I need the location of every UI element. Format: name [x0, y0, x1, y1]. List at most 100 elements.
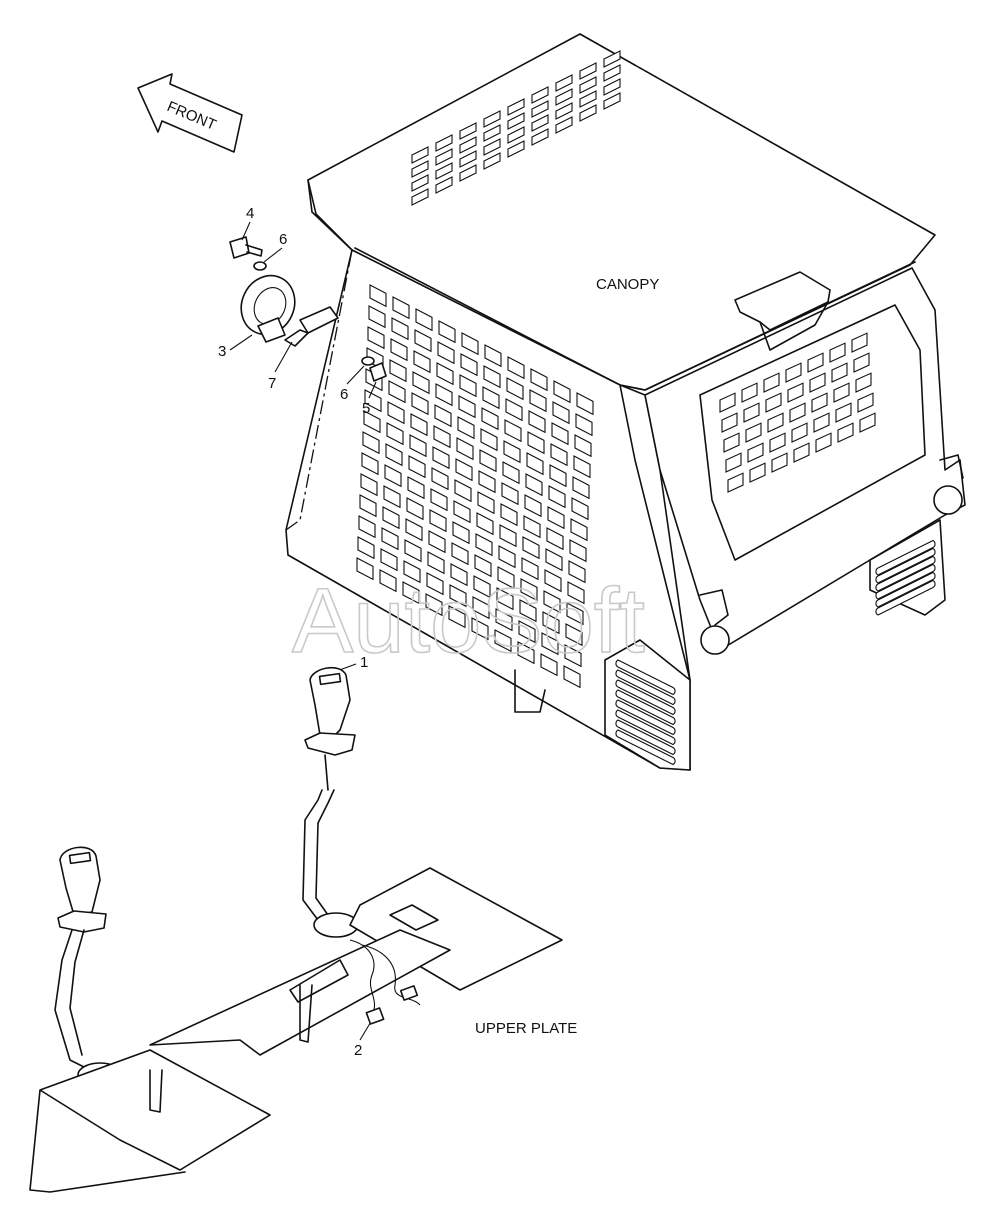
vent-slot [551, 422, 569, 446]
vent-slot [541, 632, 559, 656]
vent-slot [813, 412, 830, 433]
vent-slot [575, 413, 593, 437]
vent-slot [568, 560, 586, 584]
vent-slot [477, 491, 495, 515]
vent-slot [459, 164, 477, 182]
vent-slot [411, 146, 429, 164]
vent-slot [427, 551, 445, 575]
louver-slot [615, 669, 676, 706]
vent-slot [725, 452, 742, 473]
vent-slot [519, 599, 537, 623]
vent-slot [458, 395, 476, 419]
vent-slot [362, 431, 380, 455]
vent-slot [411, 392, 429, 416]
vent-slot [483, 110, 501, 128]
vent-slot [579, 76, 597, 94]
vent-slot [368, 305, 386, 329]
vent-slot [428, 530, 446, 554]
vent-slot [435, 176, 453, 194]
vent-slot [408, 455, 426, 479]
vent-slot [502, 461, 520, 485]
vent-slot [809, 372, 826, 393]
vent-slot [531, 114, 549, 132]
vent-slot [527, 431, 545, 455]
vent-slot [769, 432, 786, 453]
vent-slot [741, 382, 758, 403]
vent-slot [765, 392, 782, 413]
vent-slot [546, 527, 564, 551]
vent-slot [857, 392, 874, 413]
vent-slot [555, 74, 573, 92]
vent-slot [405, 518, 423, 542]
vent-slot [543, 590, 561, 614]
vent-slot [749, 462, 766, 483]
vent-slot [472, 596, 490, 620]
vent-slot [433, 425, 451, 449]
vent-slot [505, 398, 523, 422]
vent-slot [496, 587, 514, 611]
vent-slot [853, 352, 870, 373]
rear-louvers [875, 539, 936, 616]
vent-slot [409, 434, 427, 458]
canopy: CANOPY [285, 33, 966, 771]
joystick-right [302, 666, 359, 938]
side-vent-grid [356, 284, 594, 689]
vent-slot [483, 124, 501, 142]
vent-slot [432, 446, 450, 470]
vent-slot [429, 509, 447, 533]
vent-slot [570, 518, 588, 542]
vent-slot [456, 437, 474, 461]
vent-slot [483, 138, 501, 156]
vent-slot [384, 464, 402, 488]
vent-slot [454, 479, 472, 503]
vent-slot [727, 472, 744, 493]
vent-slot [387, 401, 405, 425]
vent-slot [545, 548, 563, 572]
vent-slot [414, 329, 432, 353]
vent-slot [542, 611, 560, 635]
louver-slot [875, 539, 936, 576]
callout-1: 1 [360, 654, 368, 671]
vent-slot [411, 174, 429, 192]
vent-slot [747, 442, 764, 463]
vent-slot [435, 162, 453, 180]
vent-slot [435, 134, 453, 152]
vent-slot [573, 455, 591, 479]
vent-slot [367, 326, 385, 350]
vent-slot [831, 362, 848, 383]
vent-slot [576, 392, 594, 416]
vent-slot [829, 342, 846, 363]
horn-assembly [229, 236, 387, 382]
vent-slot [531, 128, 549, 146]
vent-slot [771, 452, 788, 473]
vent-slot [410, 413, 428, 437]
vent-slot [391, 317, 409, 341]
vent-slot [525, 473, 543, 497]
vent-slot [474, 554, 492, 578]
louver-slot [615, 659, 676, 696]
vent-slot [548, 485, 566, 509]
vent-slot [431, 467, 449, 491]
vent-slot [815, 432, 832, 453]
vent-slot [723, 432, 740, 453]
vent-slot [579, 90, 597, 108]
vent-slot [437, 341, 455, 365]
vent-slot [793, 442, 810, 463]
vent-slot [785, 362, 802, 383]
vent-slot [507, 112, 525, 130]
louver-slot [875, 563, 936, 600]
callout-6b: 6 [340, 386, 348, 403]
front-arrow: FRONT [137, 73, 243, 153]
vent-slot [787, 382, 804, 403]
vent-slot [459, 136, 477, 154]
vent-slot [382, 506, 400, 530]
vent-slot [603, 78, 621, 96]
vent-slot [564, 644, 582, 668]
vent-slot [459, 150, 477, 168]
rear-vent-grid [719, 332, 876, 493]
side-louvers [615, 659, 676, 766]
vent-slot [531, 100, 549, 118]
upper-plate-label: UPPER PLATE [475, 1020, 577, 1037]
callout-4: 4 [246, 205, 254, 222]
vent-slot [743, 402, 760, 423]
